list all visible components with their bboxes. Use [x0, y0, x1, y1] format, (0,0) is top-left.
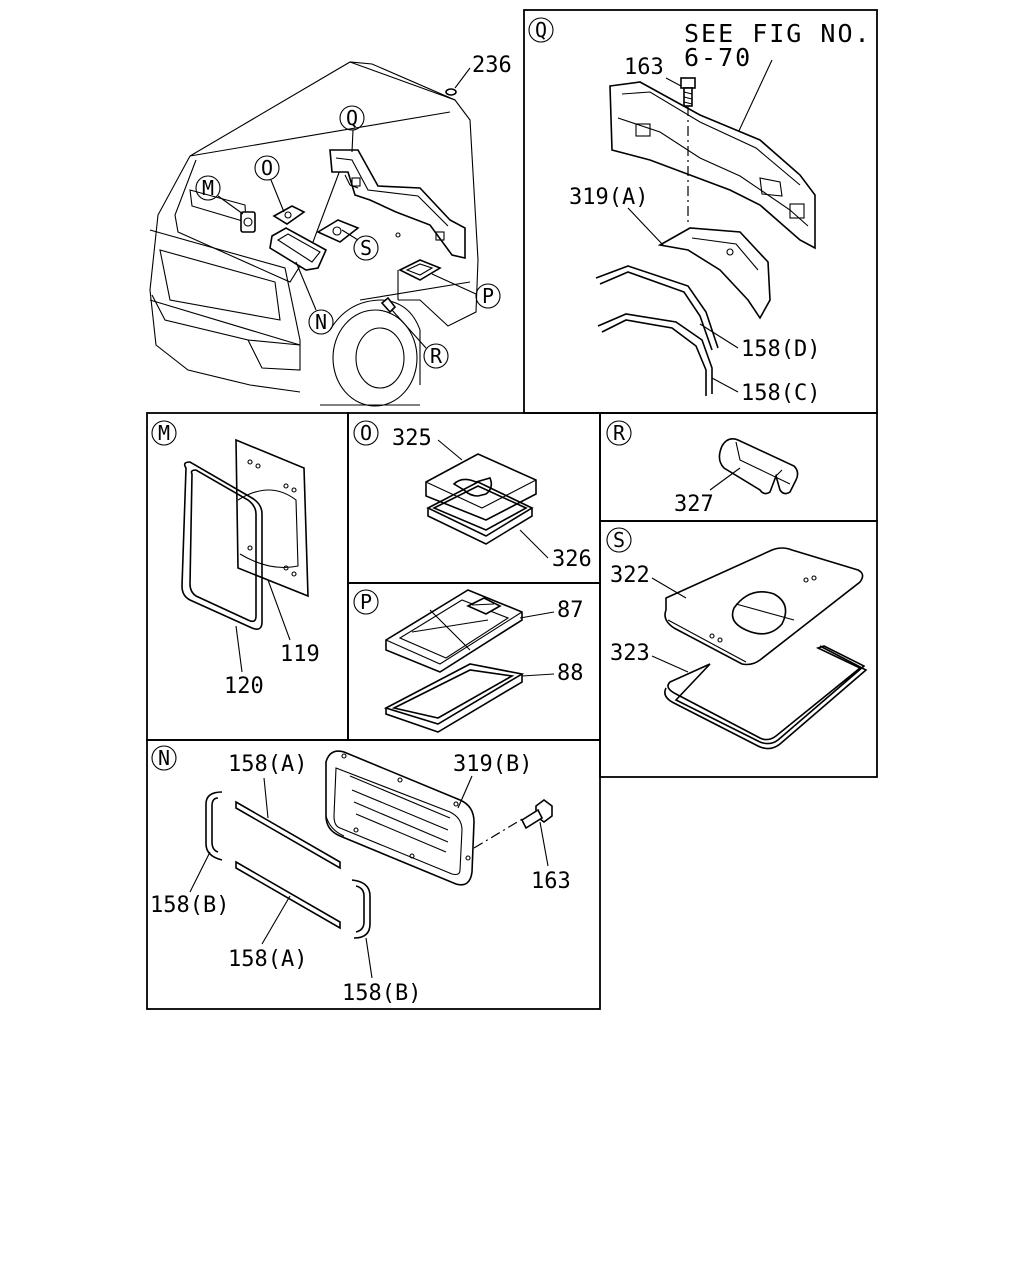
- overview-part-q: [329, 149, 466, 260]
- overview-label-236: 236: [454, 53, 512, 89]
- panel-p-letter: P: [360, 590, 372, 614]
- overview-callout-p: P: [431, 273, 501, 309]
- panel-m-letter: M: [158, 421, 170, 445]
- label-r-327: 327: [674, 492, 714, 517]
- panel-o: O 325 326: [347, 412, 601, 584]
- overview-callout-n: N: [295, 261, 334, 335]
- label-n-158a-top: 158(A): [228, 752, 307, 777]
- overview-part-s: [316, 219, 360, 243]
- label-m-120: 120: [224, 674, 264, 699]
- label-s-322: 322: [610, 563, 650, 588]
- label-n-319b: 319(B): [453, 752, 532, 777]
- panel-m: M 119 120: [146, 412, 349, 741]
- overview-callout-q: Q: [339, 105, 365, 153]
- label-s-323: 323: [610, 641, 650, 666]
- overview-callout-o: O: [254, 155, 285, 213]
- label-n-163: 163: [531, 869, 571, 894]
- label-q-158d: 158(D): [741, 337, 820, 362]
- label-n-158b-right: 158(B): [342, 981, 421, 1006]
- svg-text:P: P: [482, 284, 494, 308]
- label-o-325: 325: [392, 426, 432, 451]
- panel-r-letter: R: [613, 421, 626, 445]
- panel-s-letter: S: [613, 528, 625, 552]
- bolt-163: [680, 77, 696, 225]
- overview-part-m: [240, 211, 256, 233]
- overview-callout-s: S: [341, 229, 379, 261]
- label-n-158b-left: 158(B): [150, 893, 229, 918]
- label-q-319a: 319(A): [569, 185, 648, 210]
- svg-text:R: R: [430, 344, 443, 368]
- label-q-163: 163: [624, 55, 664, 80]
- panel-n-letter: N: [158, 746, 170, 770]
- overview-part-p: [398, 259, 442, 281]
- label-p-87: 87: [557, 598, 584, 623]
- svg-text:O: O: [261, 156, 273, 180]
- svg-text:M: M: [202, 176, 214, 200]
- bolt-163-n: [520, 799, 553, 830]
- reference-note-line2: 6-70: [684, 43, 752, 72]
- label-n-158a-bottom: 158(A): [228, 947, 307, 972]
- label-q-158c: 158(C): [741, 381, 820, 406]
- label-p-88: 88: [557, 661, 584, 686]
- panel-q: Q SEE FIG NO. 6-70 163 319(A) 1: [523, 9, 878, 414]
- overview-callout-m: M: [195, 175, 244, 215]
- overview-callout-r: R: [391, 309, 449, 369]
- vehicle-overview: [149, 61, 479, 407]
- reference-note-line1: SEE FIG NO.: [684, 19, 872, 48]
- panel-r: R 327: [599, 412, 878, 522]
- panel-q-letter: Q: [535, 18, 547, 42]
- panel-n: N 158(A) 319(B) 163 158(B) 158(A): [146, 739, 601, 1010]
- svg-text:Q: Q: [346, 106, 358, 130]
- overview-part-o: [272, 205, 306, 225]
- svg-text:S: S: [360, 236, 372, 260]
- svg-text:236: 236: [472, 53, 512, 78]
- panel-s: S 322 323: [599, 520, 878, 778]
- overview-part-236: [395, 88, 457, 238]
- svg-text:N: N: [315, 310, 327, 334]
- label-o-326: 326: [552, 547, 592, 572]
- panel-o-letter: O: [360, 421, 372, 445]
- overview-part-r: [380, 296, 397, 314]
- panel-p: P 87 88: [347, 582, 601, 741]
- overview-part-n: [269, 227, 328, 271]
- label-m-119: 119: [280, 642, 320, 667]
